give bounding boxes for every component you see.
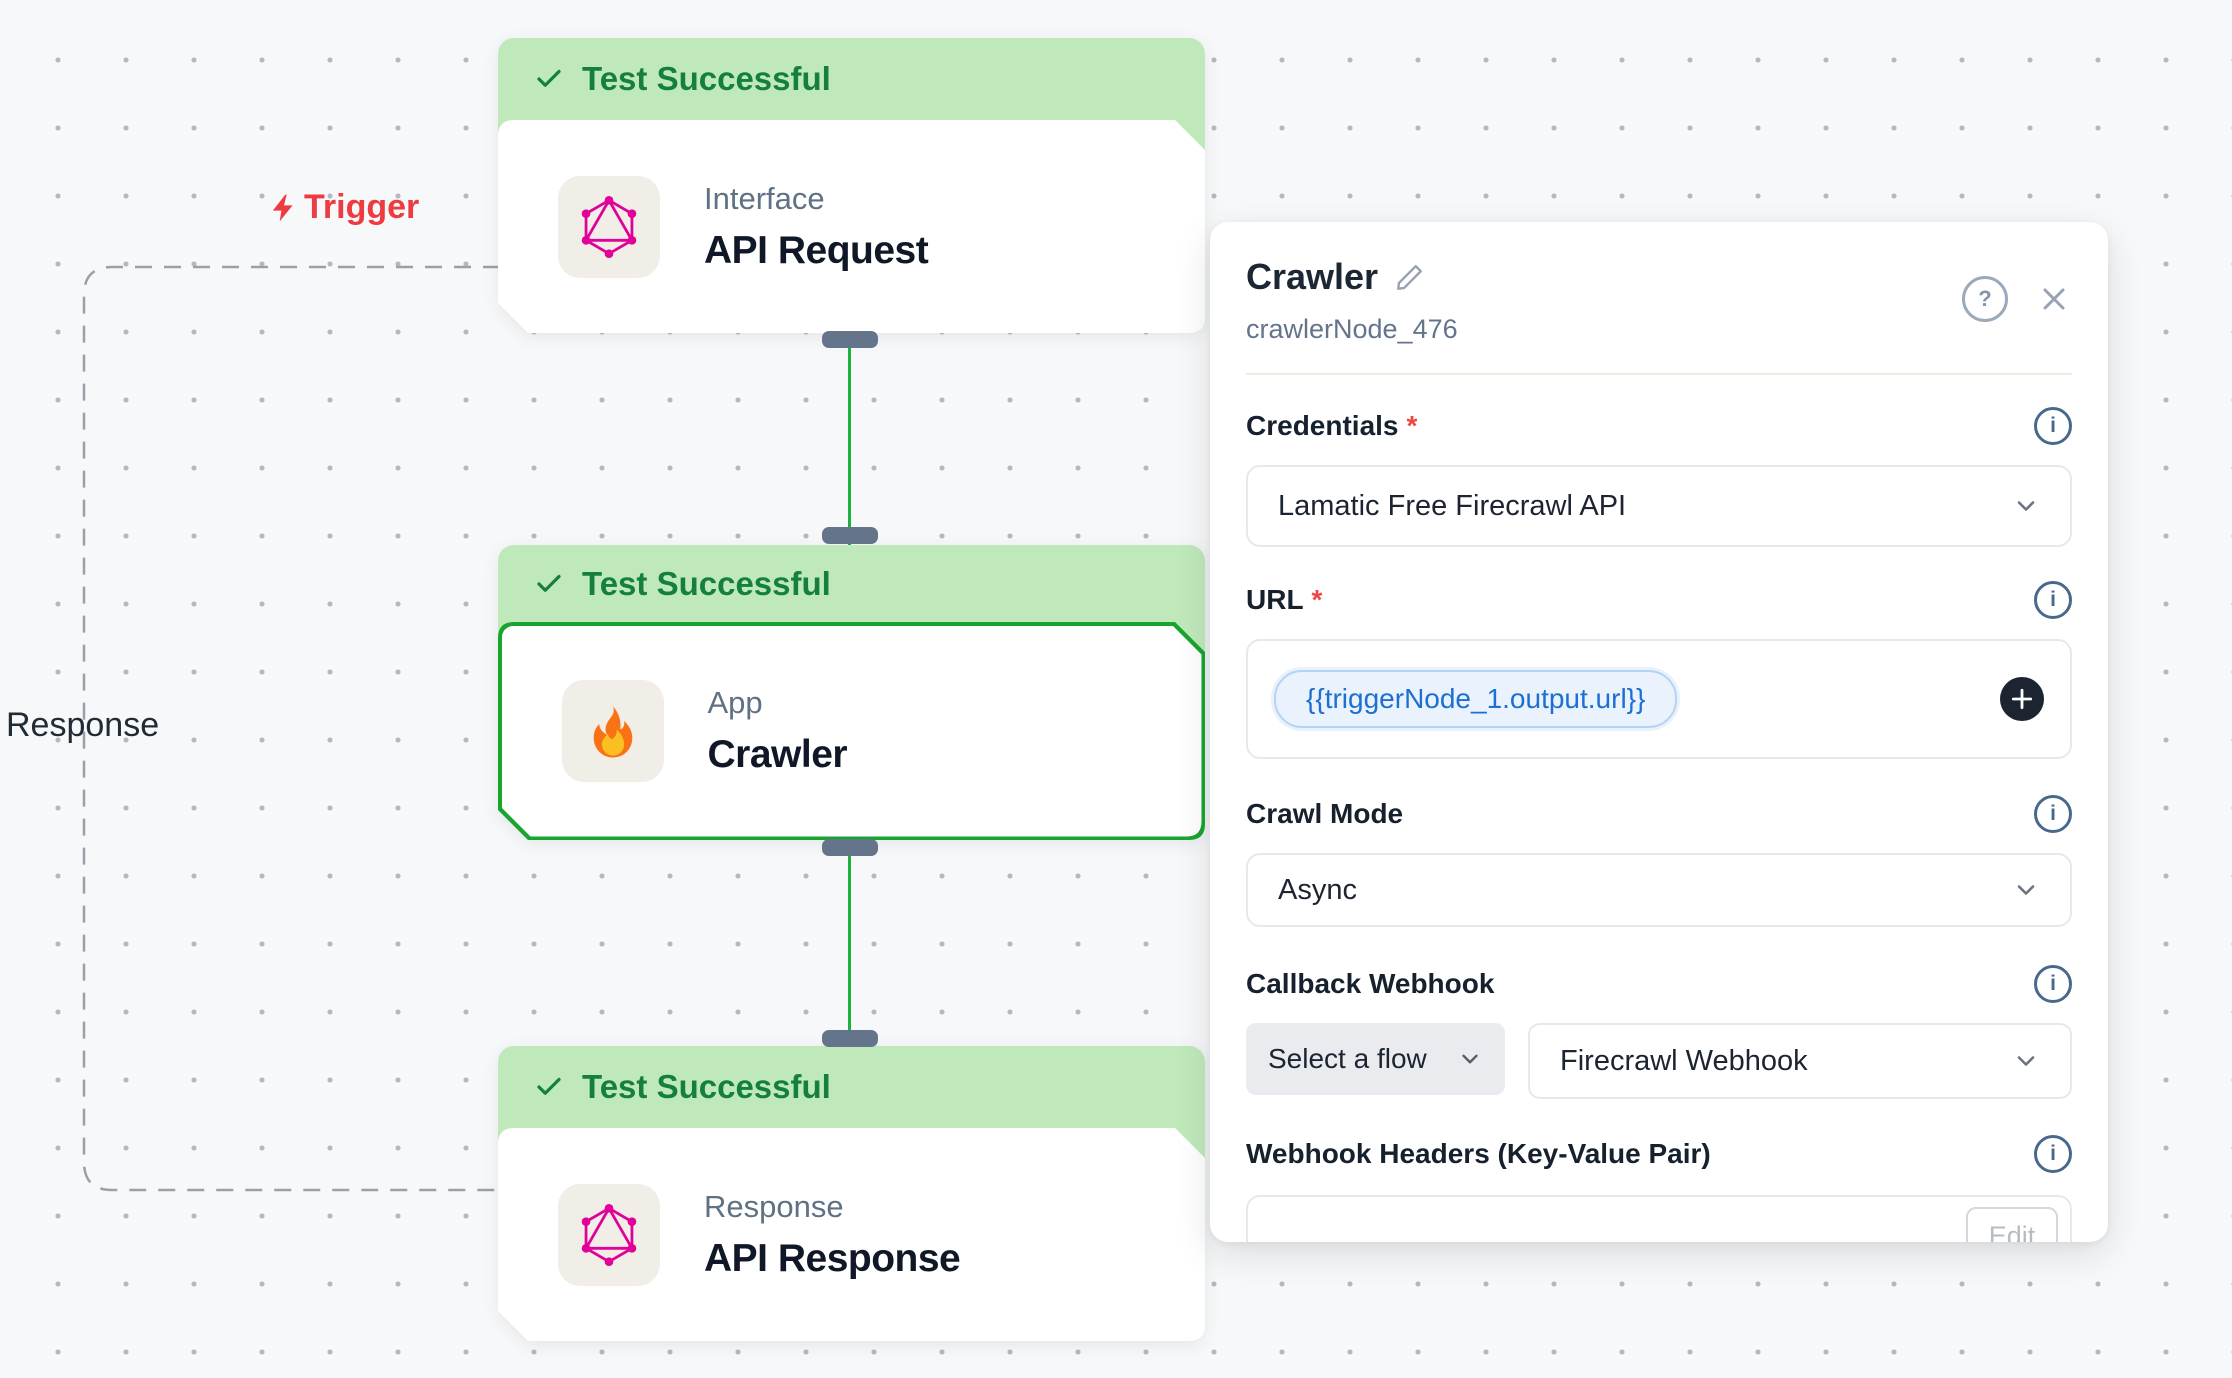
close-icon[interactable]	[2036, 281, 2072, 317]
graphql-icon	[558, 1184, 660, 1286]
node-title: API Request	[704, 228, 929, 272]
node-category: Response	[704, 1188, 844, 1224]
webhook-select[interactable]: Firecrawl Webhook	[1528, 1023, 2072, 1099]
flow-select[interactable]: Select a flow	[1246, 1023, 1505, 1095]
node-category: App	[707, 685, 763, 720]
help-icon[interactable]: ?	[1962, 276, 2008, 322]
variable-chip[interactable]: {{triggerNode_1.output.url}}	[1274, 670, 1678, 728]
webhook-headers-input[interactable]: Edit	[1246, 1195, 2072, 1242]
node-config-panel: Crawler crawlerNode_476 ? Credentials* i…	[1210, 222, 2108, 1242]
node-id: crawlerNode_476	[1246, 314, 1458, 344]
lightning-icon	[272, 194, 293, 221]
graphql-icon	[558, 176, 660, 278]
check-icon	[537, 574, 561, 592]
status-text: Test Successful	[582, 60, 831, 97]
callback-webhook-label: Callback Webhook	[1246, 968, 1495, 999]
chevron-down-icon	[2017, 501, 2035, 511]
connector-handle[interactable]	[822, 1030, 878, 1047]
info-icon[interactable]: i	[2034, 965, 2072, 1003]
info-icon[interactable]: i	[2034, 581, 2072, 619]
connector-handle[interactable]	[822, 527, 878, 544]
status-text: Test Successful	[582, 564, 831, 602]
fire-icon	[562, 680, 664, 782]
node-category: Interface	[704, 180, 825, 216]
node-card[interactable]: Response API Response	[498, 1128, 1205, 1341]
check-icon	[537, 69, 561, 87]
add-variable-button[interactable]	[2000, 677, 2044, 721]
response-label: Response	[6, 706, 160, 744]
connector-handle[interactable]	[822, 331, 878, 348]
credentials-select[interactable]: Lamatic Free Firecrawl API	[1246, 465, 2072, 547]
node-crawler[interactable]: Test Successful App Crawler	[498, 545, 1205, 840]
url-input[interactable]: {{triggerNode_1.output.url}}	[1246, 639, 2072, 759]
info-icon[interactable]: i	[2034, 795, 2072, 833]
node-card[interactable]: Interface API Request	[498, 120, 1205, 333]
crawl-mode-label: Crawl Mode	[1246, 798, 1404, 829]
divider	[1246, 373, 2072, 375]
connector-line	[848, 340, 851, 545]
plus-icon	[2011, 688, 2033, 710]
edit-button[interactable]: Edit	[1966, 1207, 2058, 1242]
credentials-label: Credentials*	[1246, 410, 1418, 441]
crawl-mode-select[interactable]: Async	[1246, 853, 2072, 927]
check-icon	[537, 1077, 561, 1095]
node-api-response[interactable]: Test Successful	[498, 1046, 1205, 1343]
chevron-down-icon	[1462, 1054, 1478, 1064]
node-card-selected[interactable]: App Crawler	[498, 622, 1205, 840]
info-icon[interactable]: i	[2034, 1135, 2072, 1173]
node-api-request[interactable]: Test Successful	[498, 38, 1205, 333]
chevron-down-icon	[2017, 1056, 2035, 1066]
connector-line	[848, 848, 851, 1046]
trigger-label: Trigger	[268, 188, 419, 227]
webhook-headers-label: Webhook Headers (Key-Value Pair)	[1246, 1138, 1711, 1169]
url-label: URL*	[1246, 584, 1323, 615]
status-text: Test Successful	[582, 1068, 831, 1105]
node-title: API Response	[704, 1236, 961, 1280]
panel-title: Crawler	[1246, 256, 1379, 297]
pencil-icon[interactable]	[1394, 261, 1426, 293]
node-title: Crawler	[707, 733, 848, 776]
connector-handle[interactable]	[822, 839, 878, 856]
info-icon[interactable]: i	[2034, 407, 2072, 445]
chevron-down-icon	[2017, 885, 2035, 895]
